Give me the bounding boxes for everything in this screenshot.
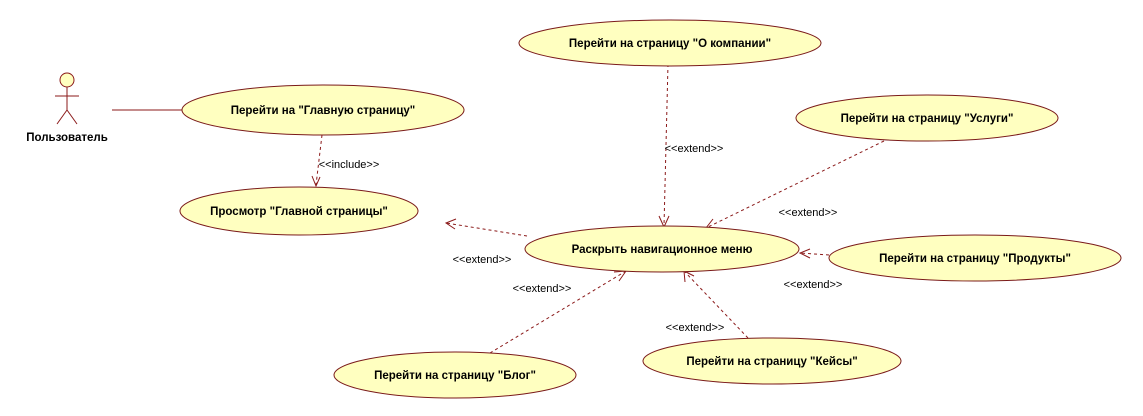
include-label: <<include>> — [319, 159, 380, 171]
extend-label-services: <<extend>> — [779, 207, 838, 219]
actor-label: Пользователь — [26, 132, 108, 144]
use-case-label: Перейти на "Главную страницу" — [231, 105, 416, 117]
extend-label-about: <<extend>> — [665, 143, 724, 155]
use-case-blog: Перейти на страницу "Блог" — [333, 351, 577, 399]
use-case-ellipse — [828, 234, 1122, 282]
extend-label-view-home: <<extend>> — [453, 254, 512, 266]
actor-user: Пользователь — [26, 72, 108, 144]
use-case-services: Перейти на страницу "Услуги" — [795, 94, 1059, 142]
extend-line-blog — [489, 270, 627, 354]
extend-line-products — [799, 252, 830, 256]
include-arrowhead — [311, 175, 321, 188]
extend-label-cases: <<extend>> — [666, 322, 725, 334]
use-case-view-home: Просмотр "Главной страницы" — [179, 186, 419, 236]
use-case-ellipse — [181, 84, 465, 136]
use-case-products: Перейти на страницу "Продукты" — [828, 234, 1122, 282]
include-line — [315, 134, 323, 186]
use-case-ellipse — [518, 19, 822, 67]
extend-label-products: <<extend>> — [784, 279, 843, 291]
use-case-label: Перейти на страницу "Продукты" — [879, 253, 1071, 265]
use-case-ellipse — [642, 337, 902, 385]
use-case-label: Раскрыть навигационное меню — [572, 244, 753, 256]
extend-line-view-home — [445, 222, 528, 237]
actor-left-leg — [56, 109, 68, 125]
extend-arrowhead-products — [798, 248, 811, 259]
use-case-ellipse — [179, 186, 419, 236]
use-case-label: Перейти на страницу "Услуги" — [841, 113, 1014, 125]
use-case-nav-menu: Раскрыть навигационное меню — [524, 225, 800, 273]
use-case-label: Перейти на страницу "Кейсы" — [686, 356, 857, 368]
use-case-ellipse — [795, 94, 1059, 142]
use-case-home: Перейти на "Главную страницу" — [181, 84, 465, 136]
use-case-label: Просмотр "Главной страницы" — [210, 206, 388, 218]
actor-right-leg — [66, 109, 78, 125]
use-case-cases: Перейти на страницу "Кейсы" — [642, 337, 902, 385]
use-case-label: Перейти на страницу "Блог" — [374, 370, 536, 382]
actor-head — [59, 72, 75, 88]
extend-arrowhead-view-home — [444, 218, 457, 230]
use-case-ellipse — [333, 351, 577, 399]
use-case-label: Перейти на страницу "О компании" — [569, 38, 771, 50]
extend-label-blog: <<extend>> — [513, 283, 572, 295]
use-case-ellipse — [524, 225, 800, 273]
use-case-about: Перейти на страницу "О компании" — [518, 19, 822, 67]
